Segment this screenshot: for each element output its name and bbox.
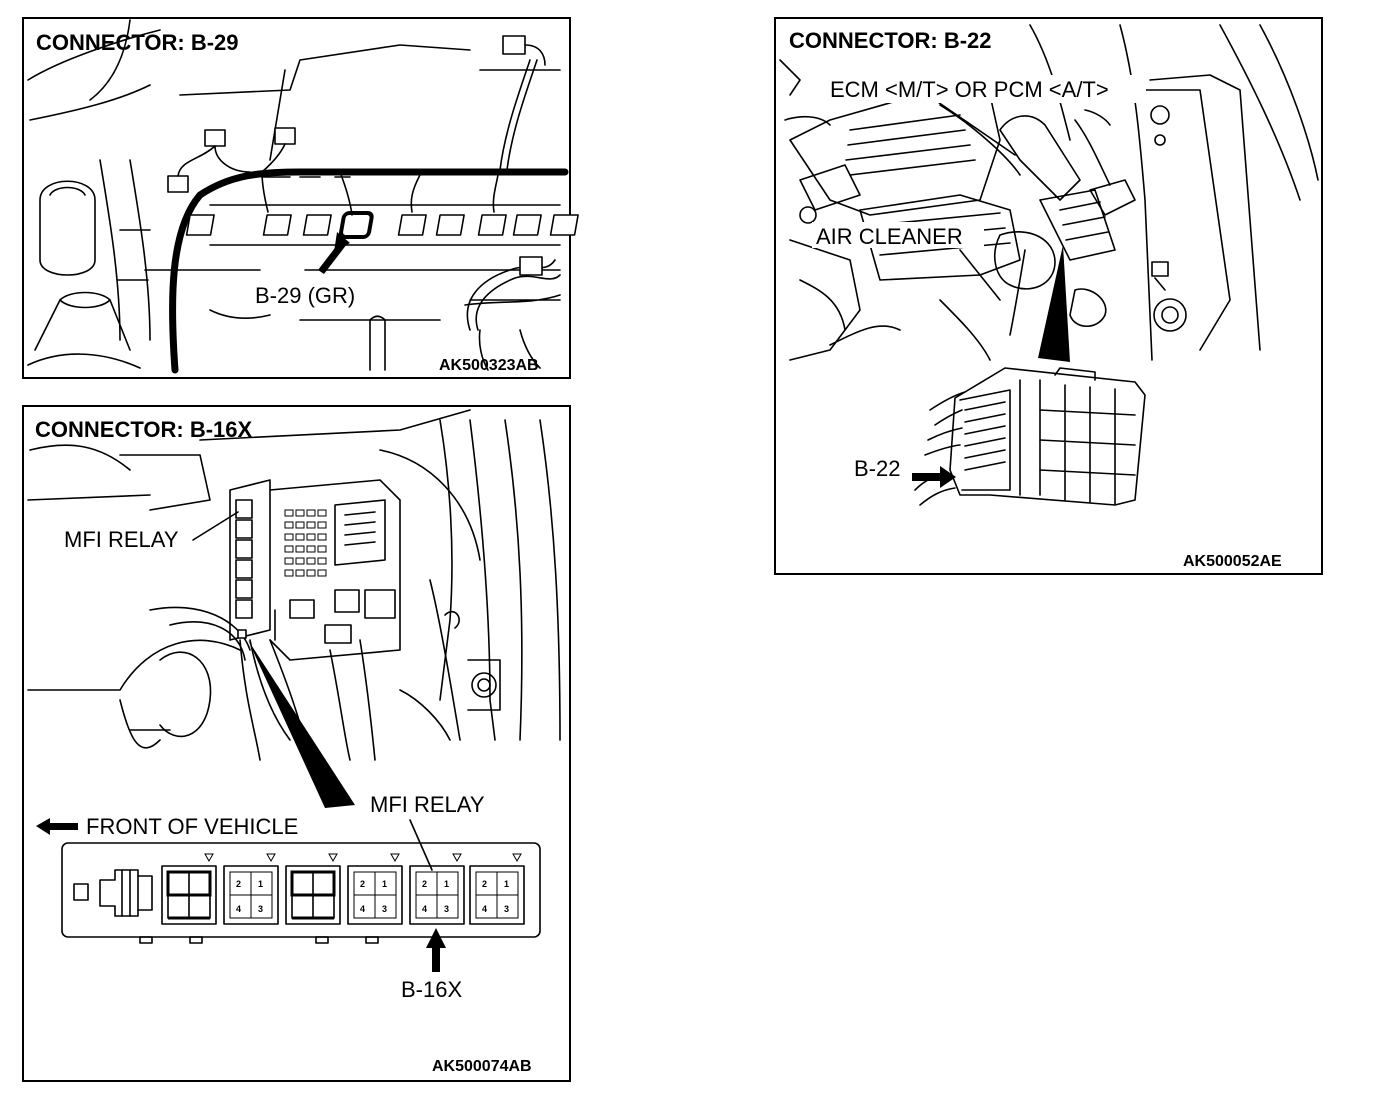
svg-text:2: 2 xyxy=(360,879,365,889)
air-cleaner-leader xyxy=(959,249,1001,301)
relay-slot-2: 2 1 4 3 xyxy=(223,853,279,925)
panel-b16x-frame xyxy=(22,405,571,1082)
ecm-pcm-label: ECM <M/T> OR PCM <A/T> xyxy=(830,77,1109,102)
svg-text:1: 1 xyxy=(504,879,509,889)
b29-callout-label: B-29 (GR) xyxy=(255,283,355,308)
mfi-relay-leader-top xyxy=(192,511,239,541)
panel-b29: B-29 (GR) CONNECTOR: B-29 AK500323AB xyxy=(22,17,579,379)
b29-figure-code: AK500323AB xyxy=(439,357,539,374)
b16x-figure-code: AK500074AB xyxy=(432,1058,532,1075)
mfi-relay-label-bottom: MFI RELAY xyxy=(370,792,485,817)
b29-connector-row xyxy=(185,171,579,239)
front-arrow-icon xyxy=(36,818,78,835)
svg-text:2: 2 xyxy=(236,879,241,889)
panel-b22: B-22 ECM <M/T> OR PCM <A/T> AIR CLEANER … xyxy=(774,17,1323,575)
svg-text:4: 4 xyxy=(360,904,365,914)
b16x-title: CONNECTOR: B-16X xyxy=(35,417,253,442)
air-cleaner-label: AIR CLEANER xyxy=(816,224,963,249)
svg-text:4: 4 xyxy=(482,904,487,914)
b16x-pointer xyxy=(248,640,355,808)
relay-strip xyxy=(235,499,253,639)
b29-arrow xyxy=(334,232,350,252)
b22-arrow xyxy=(912,466,956,488)
svg-text:1: 1 xyxy=(382,879,387,889)
relay-block: 2 1 4 3 2 1 4 3 xyxy=(61,842,541,944)
svg-text:3: 3 xyxy=(258,904,263,914)
svg-text:2: 2 xyxy=(422,879,427,889)
mfi-relay-leader-bottom xyxy=(409,819,433,871)
panel-b29-frame xyxy=(22,17,571,379)
panel-b22-frame xyxy=(774,17,1323,575)
svg-text:1: 1 xyxy=(444,879,449,889)
relay-slot-1 xyxy=(161,853,217,925)
svg-text:4: 4 xyxy=(422,904,427,914)
svg-text:3: 3 xyxy=(444,904,449,914)
b22-title: CONNECTOR: B-22 xyxy=(789,28,992,53)
relay-slot-5-mfi: 2 1 4 3 xyxy=(409,853,465,925)
b29-title: CONNECTOR: B-29 xyxy=(36,30,239,55)
relay-slot-4: 2 1 4 3 xyxy=(347,853,403,925)
b16x-arrow xyxy=(426,928,446,972)
svg-text:4: 4 xyxy=(236,904,241,914)
svg-text:3: 3 xyxy=(382,904,387,914)
svg-text:3: 3 xyxy=(504,904,509,914)
ecm-module xyxy=(914,367,1146,506)
b22-callout-label: B-22 xyxy=(854,456,900,481)
mfi-relay-label-top: MFI RELAY xyxy=(64,527,179,552)
relay-slot-6: 2 1 4 3 xyxy=(469,853,525,925)
b22-pointer xyxy=(1038,245,1070,362)
ecm-leader xyxy=(934,99,1016,156)
panel-b16x: MFI RELAY MFI RELAY FRONT OF VEHICLE xyxy=(22,405,571,1082)
b22-figure-code: AK500052AE xyxy=(1183,553,1282,570)
b16x-callout-label: B-16X xyxy=(401,977,462,1002)
svg-text:1: 1 xyxy=(258,879,263,889)
relay-slot-3 xyxy=(285,853,341,925)
front-of-vehicle-label: FRONT OF VEHICLE xyxy=(86,814,298,839)
svg-text:2: 2 xyxy=(482,879,487,889)
b29-connector-highlight xyxy=(338,211,374,239)
